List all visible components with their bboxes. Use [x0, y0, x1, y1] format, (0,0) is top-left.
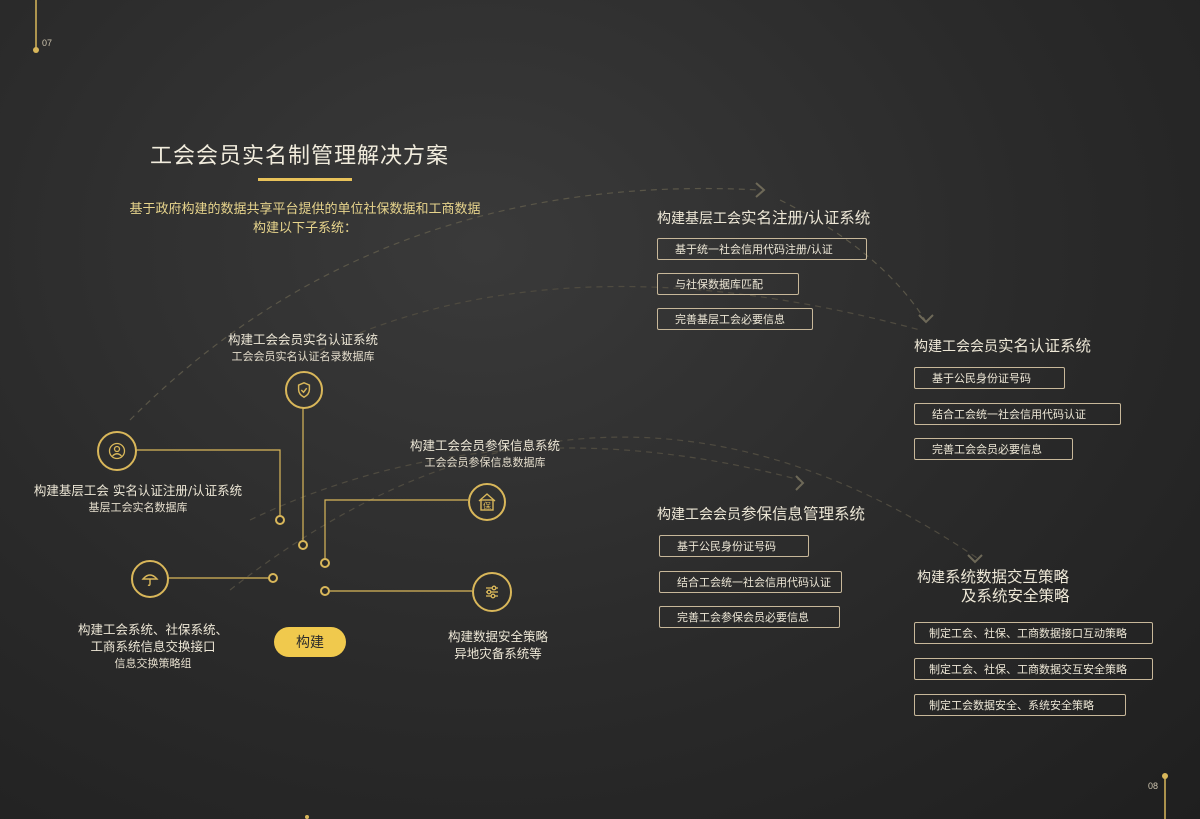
section-auth-title-main: 实名认证系统 [998, 337, 1092, 355]
page-number-left: 07 [42, 38, 53, 48]
section-strategy-title-main: 系统数据交互策略 [945, 568, 1070, 586]
build-button[interactable]: 构建 [274, 627, 346, 657]
node-register-label: 构建基层工会 实名认证注册/认证系统 基层工会实名数据库 [18, 482, 258, 516]
node-interface-label: 构建工会系统、社保系统、 工商系统信息交换接口 信息交换策略组 [53, 621, 253, 672]
node-register-sub: 基层工会实名数据库 [88, 501, 188, 514]
junction-dot [268, 573, 278, 583]
section-auth-item: 结合工会统一社会信用代码认证 [914, 403, 1121, 425]
section-strategy-item: 制定工会、社保、工商数据接口互动策略 [914, 622, 1153, 644]
node-interface-line2: 工商系统信息交换接口 [90, 639, 216, 654]
section-insurance-title-main: 参保信息管理系统 [741, 505, 866, 523]
section-insurance-title-prefix: 构建工会会员 [657, 507, 741, 523]
section-register-item: 与社保数据库匹配 [657, 273, 799, 295]
title-underline [258, 178, 352, 181]
page-title: 工会会员实名制管理解决方案 [150, 144, 450, 169]
junction-dot [320, 558, 330, 568]
section-register-title-main: 实名注册/认证系统 [741, 209, 871, 227]
shield-check-icon [285, 371, 323, 409]
sliders-icon [472, 572, 512, 612]
junction-dot [298, 540, 308, 550]
section-register-item: 基于统一社会信用代码注册/认证 [657, 238, 867, 260]
user-icon [97, 431, 137, 471]
section-insurance-item: 完善工会参保会员必要信息 [659, 606, 840, 628]
section-insurance-item: 基于公民身份证号码 [659, 535, 809, 557]
section-register-item: 完善基层工会必要信息 [657, 308, 813, 330]
section-strategy-title-line2: 及系统安全策略 [961, 587, 1070, 605]
node-security-line2: 异地灾备系统等 [454, 646, 542, 661]
section-insurance-item: 结合工会统一社会信用代码认证 [659, 571, 842, 593]
section-strategy-title-prefix: 构建 [917, 570, 945, 586]
section-strategy-item: 制定工会数据安全、系统安全策略 [914, 694, 1126, 716]
node-interface-sub: 信息交换策略组 [114, 657, 192, 670]
section-auth-title: 构建工会会员实名认证系统 [914, 334, 1091, 356]
page-number-right: 08 [1148, 781, 1159, 791]
section-register-title: 构建基层工会实名注册/认证系统 [657, 206, 870, 228]
intro-line-1: 基于政府构建的数据共享平台提供的单位社保数据和工商数据 [129, 202, 481, 217]
intro-text: 基于政府构建的数据共享平台提供的单位社保数据和工商数据 构建以下子系统： [100, 200, 510, 238]
node-auth-title: 构建工会会员实名认证系统 [227, 332, 378, 347]
section-strategy-item: 制定工会、社保、工商数据交互安全策略 [914, 658, 1153, 680]
node-security-line1: 构建数据安全策略 [447, 629, 548, 644]
junction-dot [320, 586, 330, 596]
section-insurance-title: 构建工会会员参保信息管理系统 [657, 502, 865, 524]
node-auth-label: 构建工会会员实名认证系统 工会会员实名认证名录数据库 [213, 331, 393, 365]
node-insurance-sub: 工会会员参保信息数据库 [424, 456, 546, 469]
junction-dot [275, 515, 285, 525]
node-security-label: 构建数据安全策略 异地灾备系统等 [428, 628, 568, 662]
section-register-title-prefix: 构建基层工会 [657, 211, 741, 227]
section-auth-title-prefix: 构建工会会员 [914, 339, 998, 355]
section-strategy-title: 构建系统数据交互策略 及系统安全策略 [917, 568, 1070, 605]
node-insurance-label: 构建工会会员参保信息系统 工会会员参保信息数据库 [395, 437, 575, 471]
umbrella-icon [131, 560, 169, 598]
node-auth-sub: 工会会员实名认证名录数据库 [231, 350, 375, 363]
house-bao-icon: 保 [468, 483, 506, 521]
house-bao-icon-text: 保 [483, 501, 491, 511]
intro-line-2: 构建以下子系统： [252, 221, 357, 236]
node-insurance-title: 构建工会会员参保信息系统 [409, 438, 560, 453]
node-register-title: 构建基层工会 实名认证注册/认证系统 [33, 483, 243, 498]
section-auth-item: 基于公民身份证号码 [914, 367, 1065, 389]
section-auth-item: 完善工会会员必要信息 [914, 438, 1073, 460]
node-interface-line1: 构建工会系统、社保系统、 [77, 622, 228, 637]
